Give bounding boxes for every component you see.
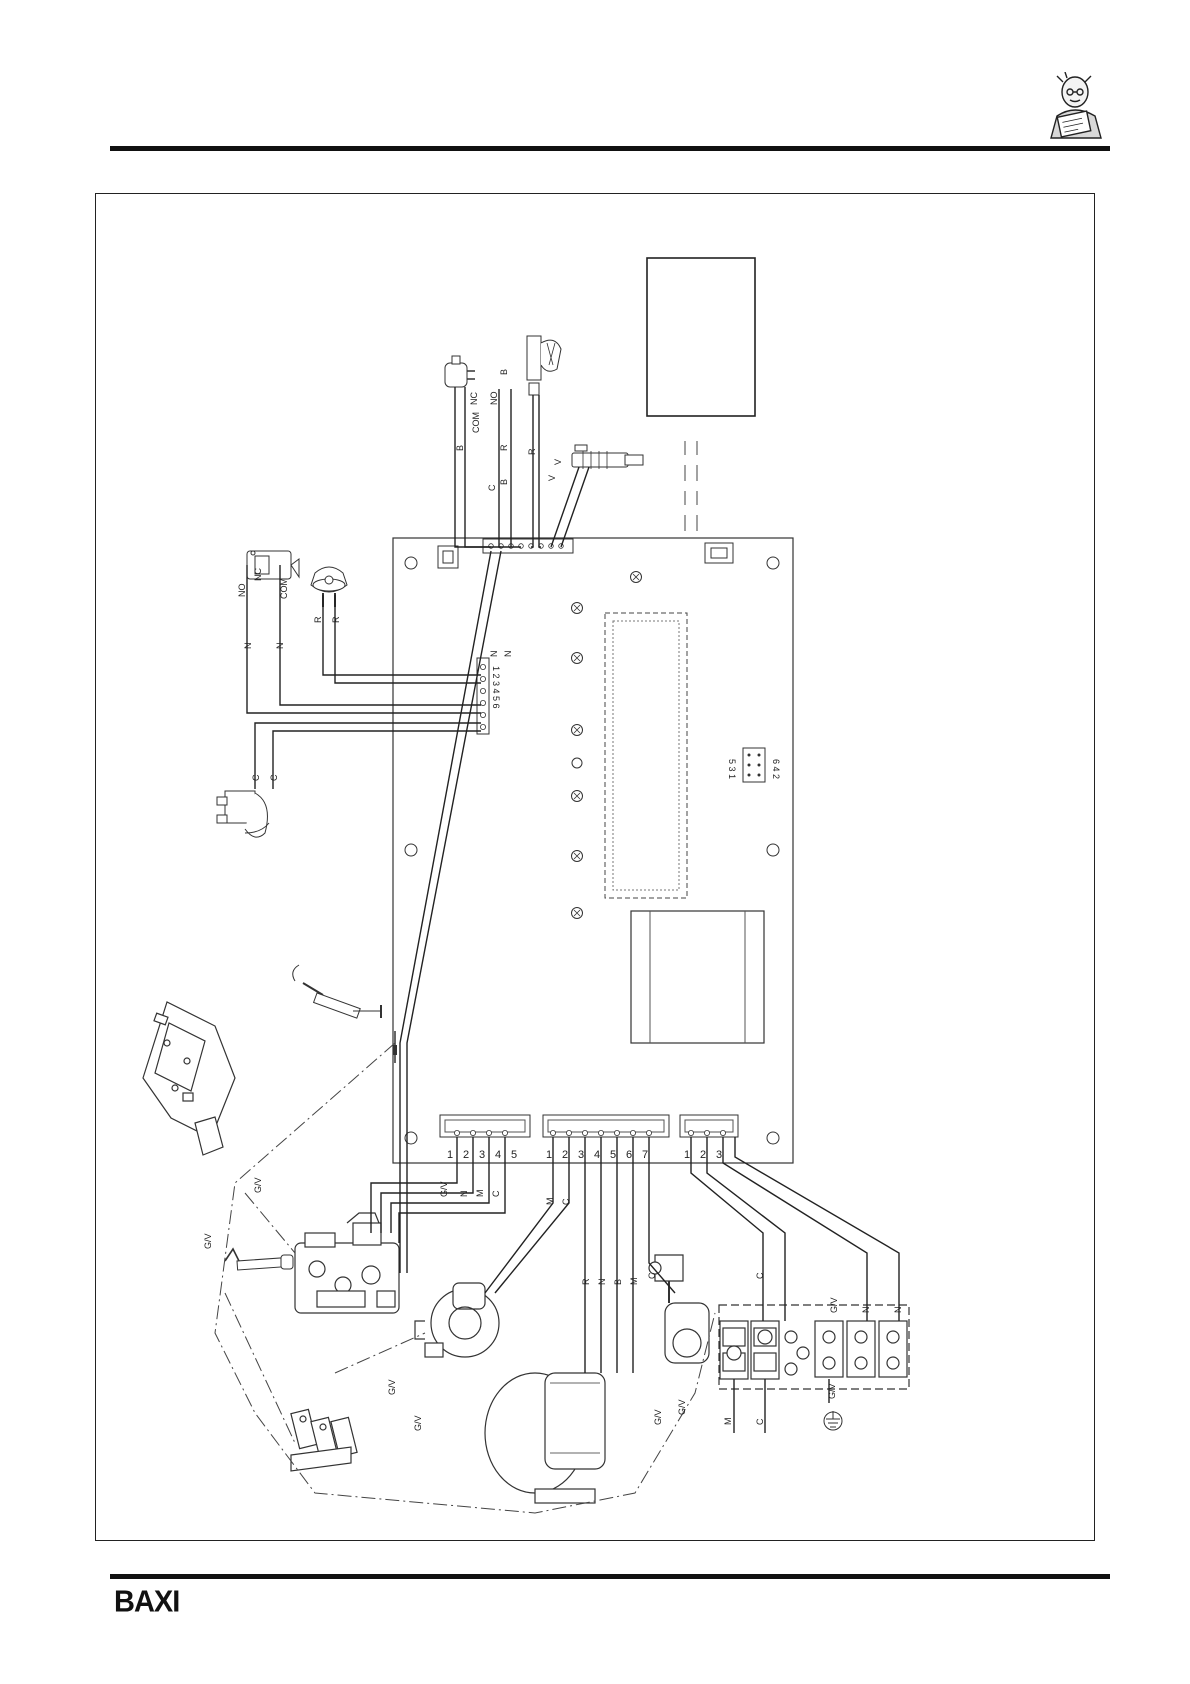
- label-m: M: [629, 1278, 639, 1286]
- label-r: R: [331, 616, 341, 623]
- pin-number: 4: [594, 1149, 600, 1161]
- label-b: B: [499, 369, 509, 375]
- label-n: N: [243, 643, 253, 650]
- label-n: N: [893, 1307, 903, 1314]
- label-m: M: [475, 1190, 485, 1198]
- terminal-block: [718, 1304, 910, 1390]
- ignition-electrode-icon: [292, 964, 382, 1019]
- footer-rule: [110, 1574, 1110, 1579]
- pcb-board: 1 2 3 4 5 6 5 3 1 6 4 2: [392, 537, 794, 1164]
- label-c: C: [647, 1272, 657, 1279]
- pin-number: 2: [700, 1149, 706, 1161]
- dashed-link: [684, 441, 698, 531]
- label-n: N: [275, 643, 285, 650]
- diagram-frame: [95, 193, 1095, 1541]
- label-com: COM: [471, 412, 481, 433]
- label-c: C: [561, 1198, 571, 1205]
- label-b: B: [499, 479, 509, 485]
- earth-symbol-icon: [823, 1411, 843, 1431]
- blank-label-box: [646, 257, 756, 417]
- label-gv: G/V: [653, 1409, 663, 1425]
- pump-icon: [648, 1254, 710, 1364]
- label-com: COM: [279, 578, 289, 599]
- label-v: V: [553, 459, 563, 465]
- pin-number: 1: [447, 1149, 453, 1161]
- label-r: R: [313, 616, 323, 623]
- label-c: C: [755, 1418, 765, 1425]
- label-nc: NC: [253, 568, 263, 581]
- header-row-2: 6 4 2: [771, 759, 781, 779]
- pin-number: 1: [546, 1149, 552, 1161]
- label-gv: G/V: [677, 1399, 687, 1415]
- wiring: [246, 387, 900, 1433]
- temperature-probe-icon: [571, 444, 644, 469]
- label-n: N: [861, 1307, 871, 1314]
- label-c: C: [491, 1190, 501, 1197]
- gas-valve-icon: [294, 1212, 400, 1314]
- label-c: C: [487, 484, 497, 491]
- overheat-thermostat-icon: [216, 790, 270, 838]
- label-m: M: [723, 1418, 733, 1426]
- pin-number: 6: [626, 1149, 632, 1161]
- label-no: NO: [237, 584, 247, 598]
- baxi-logo: BAXI: [114, 1585, 180, 1619]
- fan-icon: [414, 1282, 500, 1358]
- label-gv: G/V: [253, 1177, 263, 1193]
- label-r: R: [581, 1278, 591, 1285]
- pin-number: 3: [716, 1149, 722, 1161]
- header-rule: [110, 146, 1110, 151]
- ntc-sensor-icon: [526, 335, 562, 396]
- cn1-pin-numbers: 1 2 3 4 5 6: [491, 666, 501, 709]
- label-c: C: [755, 1272, 765, 1279]
- label-n: N: [597, 1279, 607, 1286]
- pin-number: 4: [495, 1149, 501, 1161]
- label-gv: G/V: [387, 1379, 397, 1395]
- pin-number: 3: [578, 1149, 584, 1161]
- label-r: R: [527, 448, 537, 455]
- label-no: NO: [489, 392, 499, 406]
- heat-exchanger-bracket-icon: [142, 1001, 236, 1156]
- diverter-motor-icon: [484, 1372, 606, 1504]
- pressure-switch-icon: [444, 355, 475, 388]
- label-c: C: [251, 774, 261, 781]
- label-gv: G/V: [203, 1233, 213, 1249]
- label-n: N: [503, 651, 513, 658]
- label-m: M: [545, 1198, 555, 1206]
- label-b: B: [455, 445, 465, 451]
- ignition-transformer-icon: [290, 1408, 358, 1472]
- label-gv: G/V: [829, 1297, 839, 1313]
- label-v: V: [547, 475, 557, 481]
- header-row-1: 5 3 1: [727, 759, 737, 779]
- label-gv: G/V: [439, 1181, 449, 1197]
- engineer-reading-manual-icon: [1050, 72, 1102, 139]
- pin-number: 5: [610, 1149, 616, 1161]
- label-b: B: [613, 1279, 623, 1285]
- pin-number: 5: [511, 1149, 517, 1161]
- boiler-wiring-diagram: 1 2 3 4 5 6 5 3 1 6 4 2: [142, 257, 910, 1514]
- earth-loop: [214, 1042, 716, 1514]
- pin-number: 3: [479, 1149, 485, 1161]
- label-c: C: [269, 774, 279, 781]
- label-n: N: [489, 651, 499, 658]
- label-n: N: [459, 1191, 469, 1198]
- pin-number: 2: [562, 1149, 568, 1161]
- pin-number: 7: [642, 1149, 648, 1161]
- pin-number: 2: [463, 1149, 469, 1161]
- pin-number: 1: [684, 1149, 690, 1161]
- label-gv: G/V: [827, 1383, 837, 1399]
- ignition-electrode-lower-icon: [224, 1247, 294, 1271]
- label-r: R: [499, 444, 509, 451]
- label-nc: NC: [469, 392, 479, 405]
- label-gv: G/V: [413, 1415, 423, 1431]
- limit-thermostat-icon: [310, 566, 348, 607]
